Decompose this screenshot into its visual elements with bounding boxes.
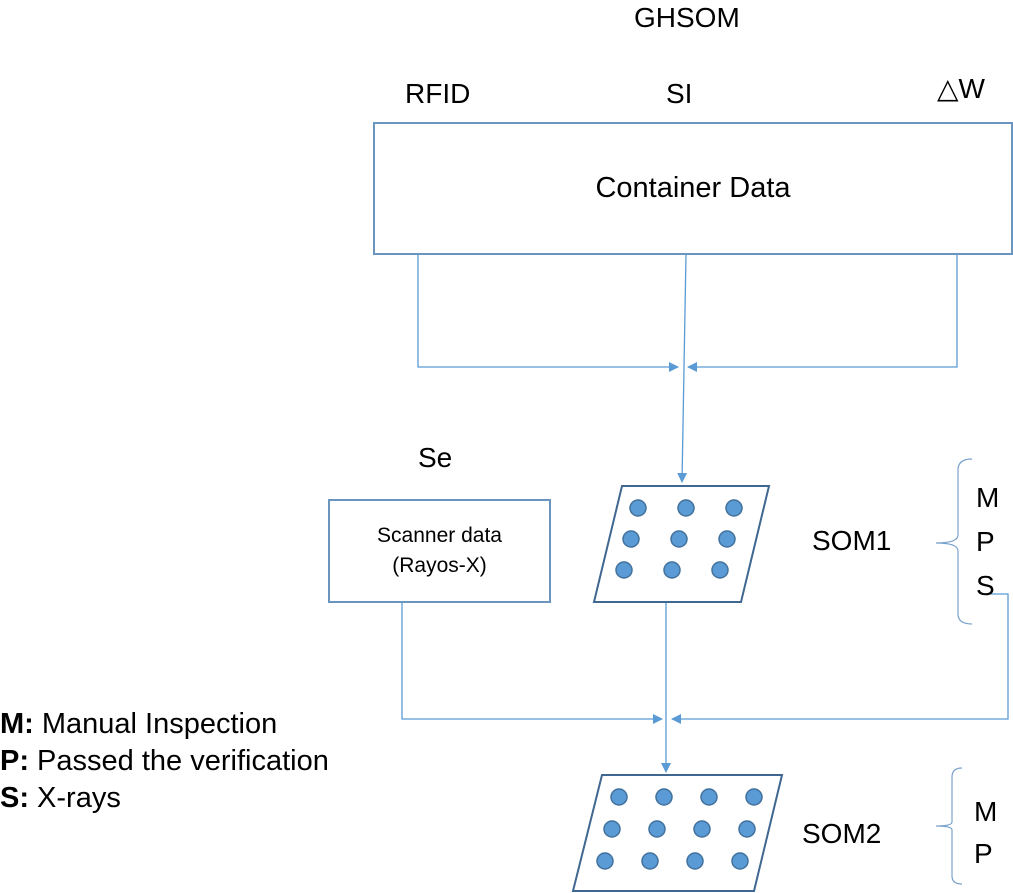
input-si-label: SI <box>666 78 693 109</box>
som2-node <box>693 820 711 838</box>
som1-output-s: S <box>976 570 995 601</box>
som2-node <box>648 820 666 838</box>
som2-node <box>603 820 621 838</box>
som1-brace <box>935 458 973 625</box>
som1-node <box>629 499 647 517</box>
som2-output-p: P <box>974 838 993 869</box>
connector-rfid <box>417 254 679 372</box>
som1-node <box>622 530 640 548</box>
som2-label: SOM2 <box>802 818 882 849</box>
som2-node <box>641 852 659 870</box>
input-dw-label: △W <box>937 73 985 104</box>
connector-si <box>677 253 688 483</box>
som1-node <box>677 499 695 517</box>
som2-brace <box>935 767 963 885</box>
som1-node <box>670 530 688 548</box>
som2-node <box>686 852 704 870</box>
scanner-line1: Scanner data <box>377 524 502 547</box>
legend: M: Manual Inspection P: Passed the verif… <box>0 706 329 817</box>
scanner-line2: (Rayos-X) <box>392 554 487 577</box>
legend-item-m: M: Manual Inspection <box>0 708 278 740</box>
som1-output-m: M <box>976 482 1000 513</box>
legend-item-p: P: Passed the verification <box>0 745 329 777</box>
som2-node <box>738 820 756 838</box>
som1-node <box>725 499 743 517</box>
som2-map <box>571 774 784 892</box>
som1-node <box>615 561 633 579</box>
som2-node <box>655 788 673 806</box>
container-data-box: Container Data <box>373 122 1013 255</box>
connector-scanner <box>401 602 663 724</box>
som2-node <box>745 788 763 806</box>
scanner-header-label: Se <box>418 442 453 473</box>
som2-node <box>610 788 628 806</box>
connector-dw <box>687 254 958 372</box>
som1-label: SOM1 <box>812 525 892 556</box>
som1-node <box>663 561 681 579</box>
container-data-label: Container Data <box>595 172 791 204</box>
som1-node <box>711 561 729 579</box>
som2-node <box>731 852 749 870</box>
som2-output-m: M <box>974 796 998 827</box>
som1-node <box>718 530 736 548</box>
legend-item-s: S: X-rays <box>0 782 121 814</box>
scanner-data-box: Scanner data (Rayos-X) <box>328 499 551 603</box>
connector-s-output <box>671 593 1009 724</box>
input-rfid-label: RFID <box>405 78 471 109</box>
som2-node <box>596 852 614 870</box>
som2-node <box>700 788 718 806</box>
som1-output-p: P <box>976 526 995 557</box>
diagram-title: GHSOM <box>634 2 740 33</box>
